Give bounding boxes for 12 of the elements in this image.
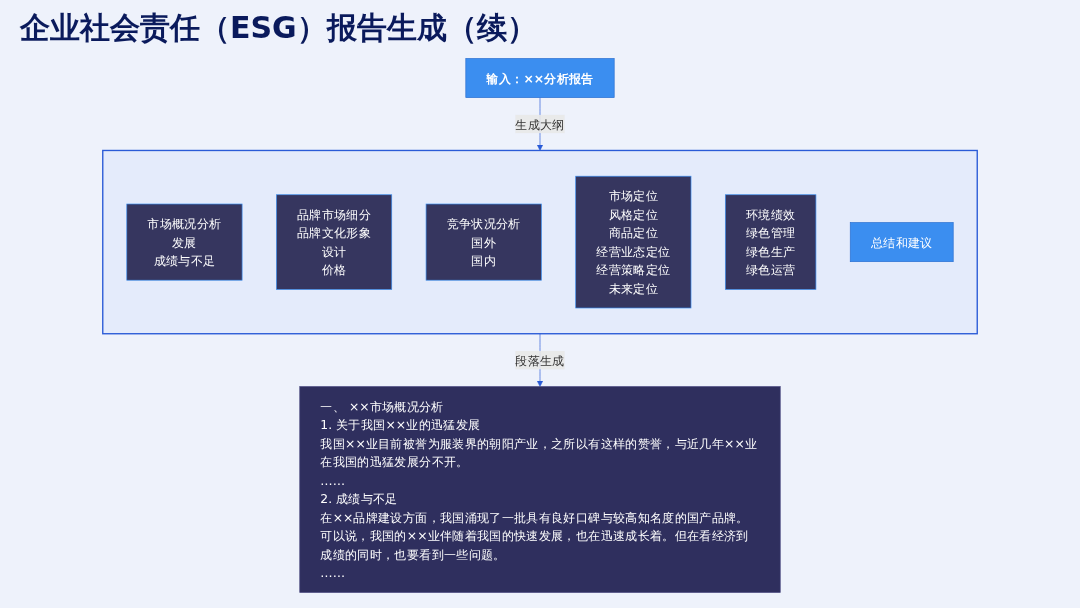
edge-label: 段落生成 [515, 352, 565, 368]
edge-label: 生成大纲 [515, 116, 565, 132]
node-box: 总结和建议 [849, 222, 954, 262]
node-box: 输入：××分析报告 [465, 58, 615, 98]
node-box: 竞争状况分析 国外 国内 [425, 203, 542, 281]
node-box: 品牌市场细分 品牌文化形象 设计 价格 [276, 194, 393, 290]
cluster [102, 149, 978, 335]
node-box: 市场概况分析 发展 成绩与不足 [126, 203, 243, 281]
node-box: 环境绩效 绿色管理 绿色生产 绿色运营 [725, 194, 817, 290]
node-box: 市场定位 风格定位 商品定位 经营业态定位 经营策略定位 未来定位 [575, 175, 692, 309]
slide-title: 企业社会责任（ESG）报告生成（续） [20, 9, 538, 47]
node-box: 一、 ××市场概况分析 1. 关于我国××业的迅猛发展 我国××业目前被誉为服装界的朝阳产业，之所以有这样的赞誉，与近几年××业在我国的迅猛发展分不开。 …… 2. 成绩与不足 在××品牌建设方面，我国涌现了一批具有良好口碑与较高知名度的国产品牌。可以说，我国的××业伴随着我国的快速发展，也在迅速成长着。但在看经济到成绩的同时，也要看到一些问题。 …… [299, 386, 781, 593]
